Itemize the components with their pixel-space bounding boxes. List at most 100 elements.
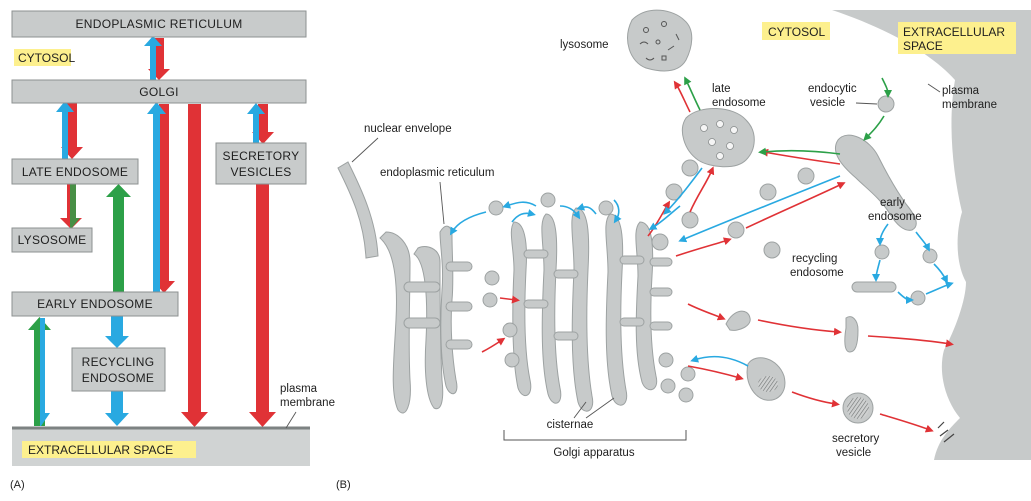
panel-a-arrows (28, 36, 276, 427)
late-endosome-contents (700, 120, 738, 160)
arrow-early-to-late-endosome (106, 184, 131, 292)
panel-a: ENDOPLASMIC RETICULUM CYTOSOL GOLGI LATE… (10, 10, 335, 491)
arrow-secretory-to-extracellular (249, 184, 276, 427)
cytosol-tag-b-label: CYTOSOL (768, 25, 825, 39)
arrow-b-golgi-up (647, 200, 671, 237)
arrow-golgi-to-early-endosome (153, 104, 175, 293)
box-recycling-endosome (71, 347, 166, 392)
extracellular-tag-a-label: EXTRACELLULAR SPACE (28, 443, 173, 457)
box-recycling-endosome-label-1: RECYCLING (82, 355, 155, 369)
plasma-membrane-label-a-2: membrane (280, 397, 335, 409)
golgi-apparatus-bracket (503, 430, 687, 441)
extracellular-tag-b (898, 22, 1016, 54)
arrow-b-retrieval-1 (449, 211, 487, 236)
recycling-endosome-label-b-2: endosome (790, 267, 844, 279)
plasma-membrane-label-a-1: plasma (280, 383, 318, 395)
cisternae-leader-2 (585, 397, 615, 419)
panel-b-label: (B) (336, 479, 351, 491)
cytosol-tag-a (14, 49, 71, 66)
exocytosed-contents (937, 421, 955, 443)
arrow-b-recycling-down (872, 259, 881, 282)
arrow-recycling-to-extracellular (105, 391, 129, 426)
endocytic-vesicle-label-1: endocytic (808, 83, 857, 95)
endocytic-vesicle-organelle (877, 95, 895, 113)
box-golgi-label: GOLGI (139, 85, 179, 99)
early-endosome-label-b-1: early (880, 197, 905, 209)
arrow-b-early-to-late-green (758, 147, 841, 156)
extracellular-tag-b-label-2: SPACE (903, 39, 943, 53)
mature-secretory-core (847, 397, 869, 419)
panel-b: CYTOSOL EXTRACELLULAR SPACE plasma membr… (336, 9, 1031, 491)
box-early-endosome (11, 291, 179, 317)
endocytic-vesicle-label-2: vesicle (810, 97, 845, 109)
arrow-b-retrieval-3 (511, 209, 536, 223)
plasma-membrane-label-b-1: plasma (942, 85, 980, 97)
plasma-membrane-leader-b (927, 83, 941, 93)
arrow-golgi-to-extracellular (181, 104, 208, 427)
arrow-golgi-to-er (144, 36, 162, 80)
arrow-b-early-to-recycling-2 (915, 231, 930, 252)
lysosome-contents (639, 21, 680, 61)
late-endosome-label-b-1: late (712, 83, 731, 95)
box-lysosome-label: LYSOSOME (18, 233, 87, 247)
arrow-b-early-to-golgi-blue (678, 175, 841, 243)
cisternae-label: cisternae (547, 419, 594, 431)
box-endoplasmic-reticulum-label: ENDOPLASMIC RETICULUM (76, 17, 243, 31)
arrow-early-endosome-to-golgi (147, 102, 166, 292)
secretory-vesicle-label-1: secretory (832, 433, 880, 445)
arrow-b-regulated-2 (791, 391, 840, 408)
extracellular-tag-a (22, 441, 196, 458)
arrow-b-secretion-1 (687, 303, 726, 321)
arrow-b-regulated-retrieval (690, 354, 749, 367)
early-endosome-label-b-2: endosome (868, 211, 922, 223)
box-late-endosome-label: LATE ENDOSOME (22, 165, 128, 179)
box-secretory-vesicles-label-2: VESICLES (230, 165, 291, 179)
extracellular-region-b (832, 10, 1031, 460)
arrow-extracellular-to-early (28, 317, 51, 426)
arrow-golgi-to-late-endosome (61, 103, 83, 159)
late-endosome-organelle (682, 107, 755, 168)
arrow-early-to-extracellular (40, 318, 50, 426)
arrow-b-golgi-to-early (675, 237, 732, 257)
recycling-endosome-label-b-1: recycling (792, 253, 837, 265)
arrow-b-late-to-lyso-green (684, 76, 701, 111)
box-golgi (11, 79, 307, 104)
endoplasmic-reticulum (379, 225, 473, 414)
endoplasmic-reticulum-label: endoplasmic reticulum (380, 167, 494, 179)
plasma-membrane-leader-a (285, 411, 297, 429)
late-endosome-label-b-2: endosome (712, 97, 766, 109)
secretory-vesicle-label-2: vesicle (836, 447, 871, 459)
box-secretory-vesicles (215, 142, 307, 185)
arrow-b-retrieval-5 (576, 202, 597, 215)
golgi-cisternae (510, 207, 673, 412)
secretory-tubule-1 (725, 310, 751, 331)
arrow-b-endocytosis-1 (881, 77, 892, 98)
arrow-b-late-to-lyso (673, 80, 691, 113)
arrow-early-to-recycling (105, 316, 129, 348)
arrow-b-golgi-to-early-long (745, 182, 846, 229)
cytosol-tag-a-label: CYTOSOL (18, 51, 75, 65)
lysosome-label-b: lysosome (560, 39, 609, 51)
arrow-b-to-late (689, 166, 715, 213)
arrow-secretory-to-golgi (247, 103, 265, 143)
arrow-b-recycling-to-pm-2 (925, 281, 954, 295)
arrow-b-er-to-golgi-1 (499, 295, 520, 304)
extracellular-tag-b-label-1: EXTRACELLULAR (903, 25, 1005, 39)
recycling-endosome-organelle (851, 244, 938, 306)
nuclear-envelope-label: nuclear envelope (364, 123, 452, 135)
arrow-b-early-to-late-red (760, 148, 841, 165)
box-secretory-vesicles-label-1: SECRETORY (223, 149, 300, 163)
early-endosome-organelle (834, 134, 917, 231)
arrow-late-to-lysosome-green (70, 184, 80, 229)
box-late-endosome (11, 158, 139, 185)
plasma-membrane-label-b-2: membrane (942, 99, 997, 111)
arrow-b-regulated-1 (687, 365, 744, 381)
endocytic-vesicle-leader (855, 102, 878, 105)
arrow-b-retrieval-4 (559, 205, 581, 220)
secretory-tubule-2 (844, 316, 859, 353)
arrow-b-endocytosis-2 (863, 115, 885, 141)
arrow-b-retrieval-6 (613, 199, 622, 224)
endoplasmic-reticulum-leader (439, 181, 445, 225)
arrow-b-recycling-to-pm (933, 263, 948, 284)
